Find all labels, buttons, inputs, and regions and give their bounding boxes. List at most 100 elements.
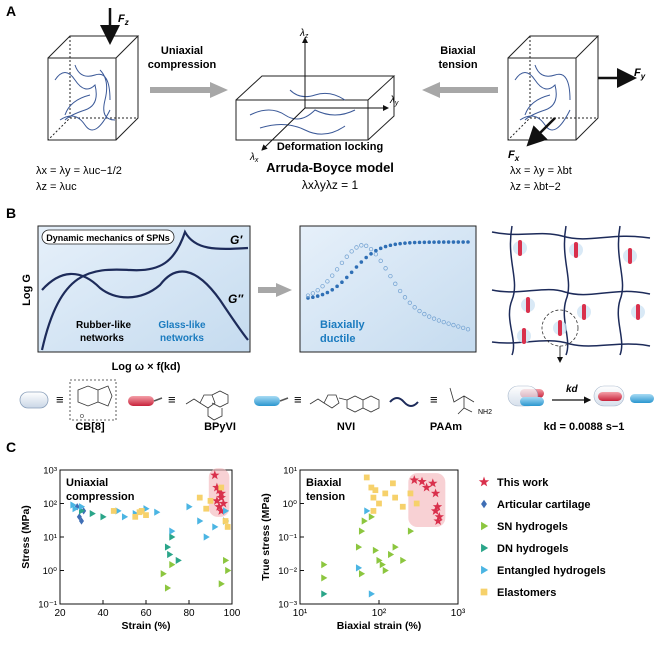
left-cube <box>47 35 140 141</box>
chart-annotation-1: Uniaxial <box>66 477 108 489</box>
data-point-elastomers <box>370 494 377 501</box>
loss-modulus-dot <box>364 243 369 248</box>
data-point-elastomers <box>368 484 375 491</box>
x-tick-label: 60 <box>140 608 152 619</box>
uniaxial-label-1: Uniaxial <box>161 45 203 57</box>
x-tick-label: 20 <box>54 608 66 619</box>
legend-marker-this-work <box>478 476 490 487</box>
y-tick-label: 10⁻³ <box>278 600 297 611</box>
data-point-elastomers <box>224 524 231 530</box>
storage-modulus-dot <box>451 240 456 244</box>
data-point-elastomers <box>363 474 370 481</box>
loss-modulus-dot <box>446 321 451 326</box>
svg-text:Fy: Fy <box>634 67 646 81</box>
y-tick-label: 10¹ <box>43 533 57 544</box>
storage-modulus-dot <box>369 251 373 256</box>
chart-annotation-1: Biaxial <box>306 477 341 489</box>
data-point-this-work <box>432 501 443 511</box>
data-point-this-work <box>428 478 438 488</box>
loss-modulus-dot <box>344 254 349 259</box>
x-axis-log-omega: Log ω × f(kd) <box>112 361 181 373</box>
cb8-structure <box>69 379 117 421</box>
loss-modulus-dot <box>461 325 466 331</box>
data-point-entangled-hydrogels <box>169 527 176 535</box>
right-cube <box>507 35 600 141</box>
loss-modulus-dot <box>359 243 364 248</box>
data-point-this-work <box>216 506 226 515</box>
data-point-sn-hydrogels <box>376 556 383 565</box>
y-axis-log-g: Log G <box>21 274 33 306</box>
data-point-elastomers <box>218 484 225 491</box>
loss-modulus-dot <box>378 258 383 263</box>
legend-marker-dn-hydrogels <box>481 543 489 553</box>
network-units <box>513 240 645 344</box>
svg-text:O: O <box>80 414 84 420</box>
y-tick-label: 10⁰ <box>283 499 298 510</box>
data-point-sn-hydrogels <box>382 566 389 575</box>
kd-arrow-label: kd <box>566 384 579 395</box>
bpyvi-unit <box>636 304 640 320</box>
x-tick-label: 10² <box>372 608 387 619</box>
box-title: Dynamic mechanics of SPNs <box>46 233 170 243</box>
data-point-sn-hydrogels <box>400 556 407 565</box>
data-point-sn-hydrogels <box>218 580 225 588</box>
bpyvi-unit <box>518 240 522 256</box>
data-point-sn-hydrogels <box>355 543 363 551</box>
data-point-this-work <box>214 501 224 511</box>
storage-modulus-dot <box>437 240 441 244</box>
data-point-elastomers <box>392 494 399 501</box>
bpyvi-label: BPyVI <box>204 421 236 433</box>
loss-modulus-dot <box>427 314 432 319</box>
y-tick-label: 10⁻¹ <box>38 600 57 611</box>
bpyvi-unit <box>526 297 530 313</box>
data-point-elastomers <box>413 500 420 507</box>
bpyvi-unit <box>558 320 562 336</box>
data-point-entangled-hydrogels <box>368 590 375 598</box>
data-point-entangled-hydrogels <box>143 505 150 513</box>
loss-modulus-dot <box>441 319 446 325</box>
legend-label: This work <box>497 477 549 489</box>
data-point-entangled-hydrogels <box>154 508 161 516</box>
data-point-sn-hydrogels <box>379 561 386 569</box>
data-point-entangled-hydrogels <box>72 505 79 513</box>
data-point-this-work <box>212 495 222 505</box>
b-arrow <box>276 283 292 297</box>
svg-text:λx: λx <box>249 152 259 164</box>
ductile-label-1: Biaxially <box>320 319 366 331</box>
storage-modulus-dot <box>388 243 393 248</box>
panel-b-letter: B <box>6 205 16 221</box>
left-equation-1: λx = λy = λuc−1/2 <box>36 165 122 177</box>
bpyvi-icon <box>128 396 154 406</box>
left-equation-2: λz = λuc <box>36 181 77 193</box>
uniaxial-label-2: compression <box>148 59 217 71</box>
data-point-articular-cartilage <box>74 503 80 511</box>
y-tick-label: 10² <box>43 499 57 510</box>
data-point-articular-cartilage <box>78 517 85 525</box>
data-point-sn-hydrogels <box>321 574 328 582</box>
storage-modulus-dot <box>359 260 364 264</box>
svg-text:≡: ≡ <box>430 392 438 407</box>
molecule-row: ≡ O CB[8] ≡ BPyVI ≡ NVI ≡ <box>19 379 654 433</box>
network-schematic <box>491 225 651 363</box>
nvi-structure <box>309 394 380 413</box>
data-point-elastomers <box>382 490 389 497</box>
loss-modulus-dot <box>330 273 335 278</box>
data-point-elastomers <box>376 500 382 507</box>
data-point-dn-hydrogels <box>89 509 96 518</box>
force-z-label: F <box>118 13 125 25</box>
svg-text:≡: ≡ <box>56 392 64 407</box>
storage-modulus-dot <box>344 275 349 280</box>
right-equation-2: λz = λbt−2 <box>510 181 561 193</box>
data-point-sn-hydrogels <box>392 543 399 551</box>
loss-modulus-dot <box>417 308 422 314</box>
rubber-label-2: networks <box>80 333 124 344</box>
storage-modulus-dot <box>325 290 330 295</box>
data-point-this-work <box>212 482 222 492</box>
data-point-sn-hydrogels <box>358 570 366 578</box>
data-point-entangled-hydrogels <box>70 501 77 509</box>
data-point-elastomers <box>399 503 406 510</box>
loss-modulus-dot <box>320 284 325 289</box>
ductile-box <box>299 225 477 353</box>
